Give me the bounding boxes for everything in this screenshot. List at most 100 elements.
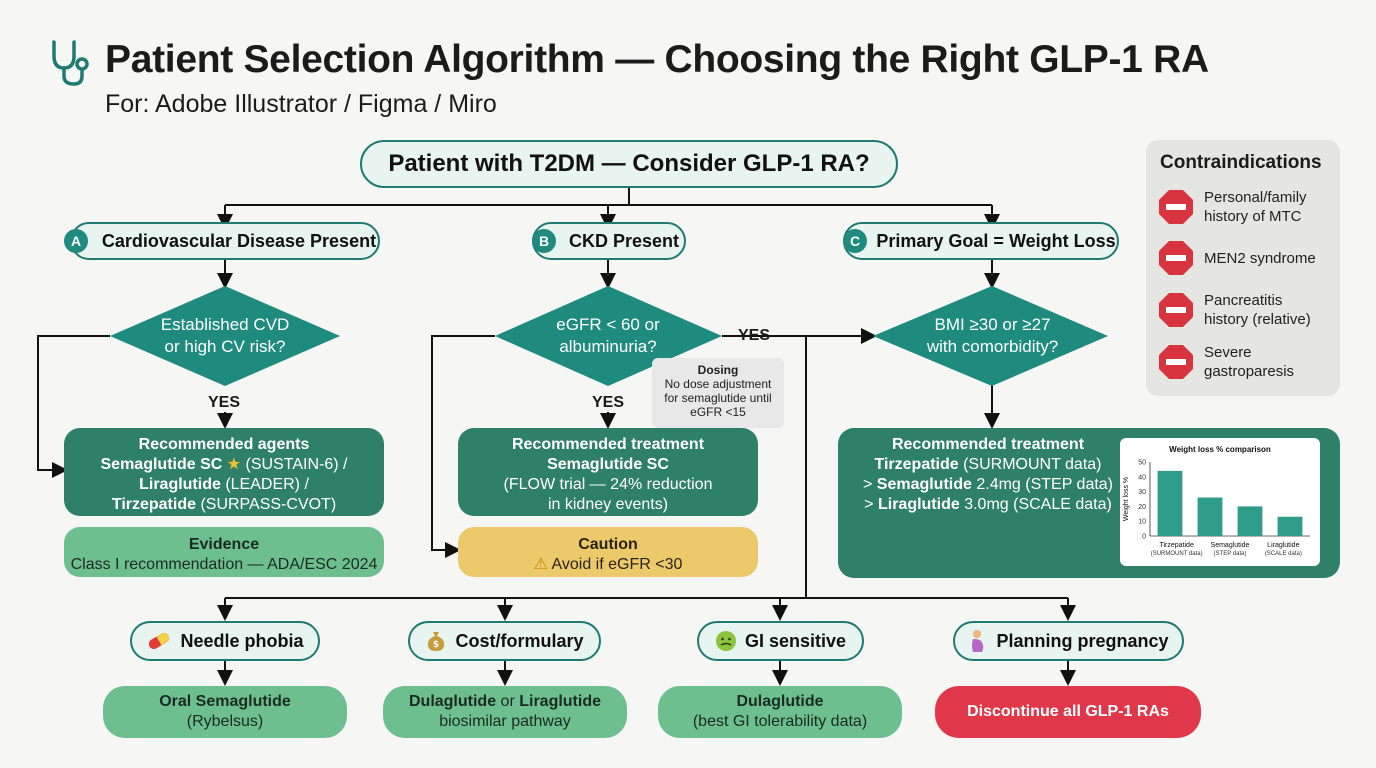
chart-bar (1197, 497, 1223, 536)
contraindication-line2: gastroparesis (1204, 363, 1295, 380)
result-discontinue: Discontinue all GLP-1 RAs (935, 686, 1201, 738)
gi-sensitive-pill: GI sensitive (697, 621, 864, 661)
svg-text:$: $ (433, 640, 439, 650)
contraindication-line2: history of MTC (1204, 208, 1302, 225)
result-oral-brand: (Rybelsus) (186, 713, 264, 730)
decision-b-label: eGFR < 60 or albuminuria? (518, 314, 698, 358)
recommended-treatment-c: Recommended treatment Tirzepatide (SURMO… (838, 428, 1340, 578)
decision-a-line1: Established CVD (160, 315, 290, 334)
rec-c-title: Recommended treatment (891, 436, 1085, 453)
chart-ytick: 30 (1138, 489, 1146, 496)
chart-xtick-sub: (STEP data) (1214, 551, 1247, 557)
result-oral-semaglutide: Oral Semaglutide (Rybelsus) (103, 686, 347, 738)
stop-sign-icon (1159, 345, 1193, 379)
branch-a-label: Cardiovascular Disease Present (101, 230, 377, 251)
money-bag-icon: $ (428, 632, 445, 651)
result-dulaglutide-liraglutide: Dulaglutide or Liraglutide biosimilar pa… (383, 686, 627, 738)
evidence-box: Evidence Class I recommendation — ADA/ES… (64, 527, 384, 577)
branch-b-pill: CKD Present (532, 222, 686, 260)
decision-b-line2: albuminuria? (559, 337, 657, 356)
chart-xtick-sub: (SCALE data) (1265, 551, 1302, 557)
needle-phobia-pill: Needle phobia (130, 621, 320, 661)
planning-pregnancy-label: Planning pregnancy (996, 630, 1169, 651)
nauseated-face-icon (715, 631, 736, 651)
recommended-treatment-b: Recommended treatment Semaglutide SC (FL… (458, 428, 758, 516)
rec-c-prefix2: > (862, 476, 877, 493)
rec-a-trial1: (SUSTAIN-6) / (241, 456, 348, 473)
branch-c-pill: Primary Goal = Weight Loss (843, 222, 1119, 260)
contraindication-item: Severe gastroparesis (1158, 343, 1294, 381)
rec-a-drug1: Semaglutide SC (100, 456, 223, 473)
rec-c-trial2: 2.4mg (STEP data) (971, 476, 1114, 493)
chart-bar (1237, 506, 1263, 536)
contraindication-line1: Pancreatitis (1204, 292, 1283, 309)
warning-icon: ⚠ (533, 556, 548, 573)
chart-ytick: 10 (1138, 519, 1146, 526)
decision-b-line1: eGFR < 60 or (556, 315, 660, 334)
branch-b-badge: B (532, 229, 556, 253)
chart-title: Weight loss % comparison (1169, 445, 1271, 454)
rec-a-trial3: (SURPASS-CVOT) (196, 496, 337, 513)
rec-c-drug2: Semaglutide (876, 476, 972, 493)
branch-c-label: Primary Goal = Weight Loss (876, 230, 1116, 251)
rec-a-drug3: Tirzepatide (111, 496, 196, 513)
branch-c-badge: C (843, 229, 867, 253)
contraindication-line1: MEN2 syndrome (1204, 249, 1316, 267)
chart-ytick: 0 (1142, 534, 1146, 541)
start-node: Patient with T2DM — Consider GLP-1 RA? (360, 140, 898, 188)
chart-xtick: Semaglutide (1211, 542, 1250, 549)
dosing-line3: eGFR <15 (690, 405, 746, 419)
branch-a-badge: A (64, 229, 88, 253)
rec-a-title: Recommended agents (138, 436, 310, 453)
caution-box: Caution ⚠ Avoid if eGFR <30 (458, 527, 758, 577)
page-title: Patient Selection Algorithm — Choosing t… (105, 38, 1209, 81)
decision-a-label: Established CVD or high CV risk? (135, 314, 315, 358)
branch-b-label: CKD Present (568, 230, 680, 251)
stop-sign-icon (1159, 241, 1193, 275)
rec-c-drug1: Tirzepatide (874, 456, 959, 473)
chart-ytick: 50 (1138, 460, 1146, 467)
rec-b-title: Recommended treatment (511, 436, 705, 453)
rec-c-prefix3: > (864, 496, 878, 513)
chart-xtick: Liraglutide (1267, 542, 1299, 549)
result-cost-pathway: biosimilar pathway (439, 713, 571, 730)
rec-a-drug2: Liraglutide (139, 476, 221, 493)
decision-c-line1: BMI ≥30 or ≥27 (934, 315, 1051, 334)
yes-label-b-side: YES (738, 327, 771, 344)
rec-c-text: Recommended treatment Tirzepatide (SURMO… (858, 435, 1118, 515)
chart-xtick: Tirzepatide (1159, 542, 1193, 549)
cost-formulary-pill: $ Cost/formulary (408, 621, 601, 661)
chart-bar (1277, 516, 1303, 536)
rec-b-line2: in kidney events) (547, 496, 669, 513)
needle-phobia-label: Needle phobia (180, 630, 304, 651)
result-dulaglutide: Dulaglutide (best GI tolerability data) (658, 686, 902, 738)
decision-diamond-b (495, 286, 722, 386)
contraindications-title: Contraindications (1160, 152, 1322, 173)
contraindication-item: MEN2 syndrome (1158, 240, 1316, 276)
branch-a-pill: Cardiovascular Disease Present (70, 222, 380, 260)
dosing-note: Dosing No dose adjustment for semaglutid… (652, 358, 784, 428)
planning-pregnancy-pill: Planning pregnancy (953, 621, 1184, 661)
chart-xtick-sub: (SURMOUNT data) (1151, 551, 1203, 557)
result-cost-drug2: Liraglutide (519, 693, 601, 710)
rec-b-drug: Semaglutide SC (547, 456, 669, 473)
decision-c-line2: with comorbidity? (926, 337, 1059, 356)
dosing-title: Dosing (697, 363, 739, 377)
cost-formulary-label: Cost/formulary (455, 630, 584, 651)
recommended-agents-a: Recommended agents Semaglutide SC ★ (SUS… (64, 428, 384, 516)
stop-sign-icon (1159, 190, 1193, 224)
chart-ylabel: Weight loss % (1123, 477, 1130, 521)
contraindication-line1: Severe (1204, 344, 1252, 361)
yes-label-b: YES (592, 394, 625, 411)
evidence-title: Evidence (188, 536, 260, 553)
decision-diamond-c (873, 286, 1108, 386)
dosing-line1: No dose adjustment (664, 377, 772, 391)
rec-c-trial1: (SURMOUNT data) (958, 456, 1102, 473)
star-icon: ★ (226, 456, 242, 473)
rec-b-line1: (FLOW trial — 24% reduction (503, 476, 713, 493)
